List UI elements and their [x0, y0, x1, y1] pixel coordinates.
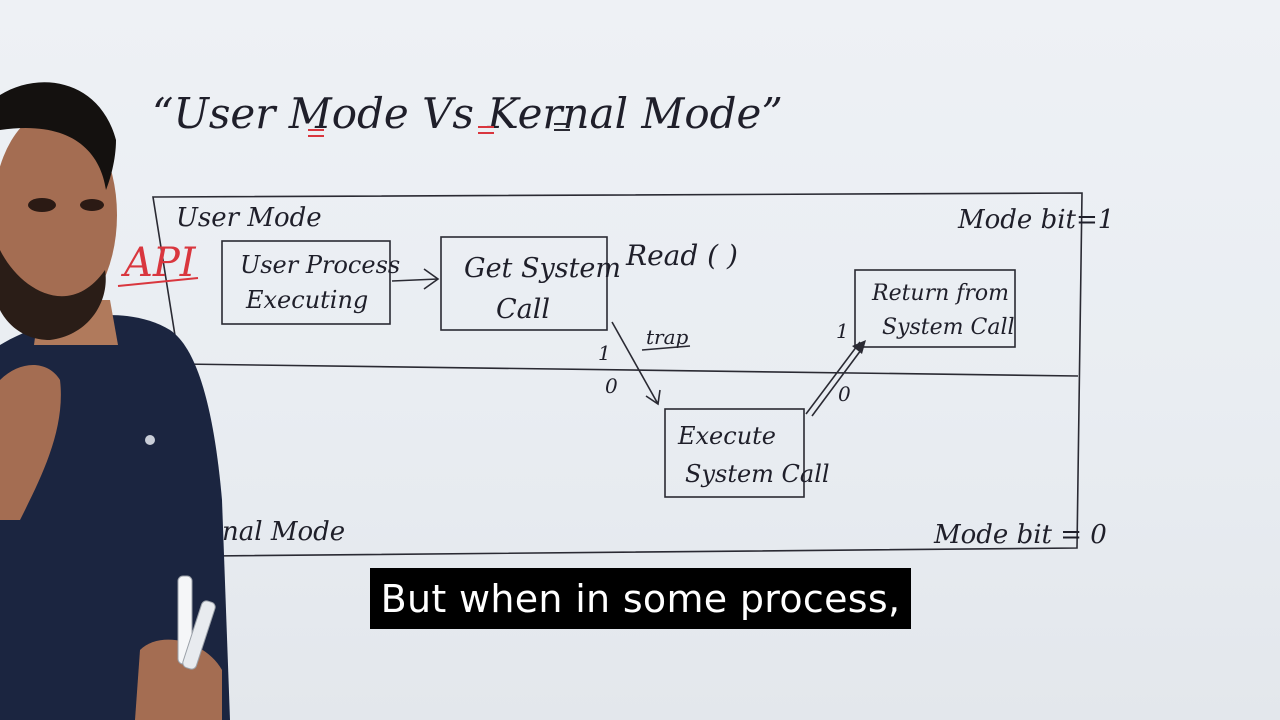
whiteboard-title: “User Mode Vs Kernal Mode” — [152, 89, 783, 138]
mode-bit-user: Mode bit=1 — [957, 205, 1114, 235]
return-from-system-call-box: Return from System Call — [854, 269, 1016, 348]
get-system-call-line1: Get System — [464, 253, 621, 284]
get-system-call-box: Get System Call — [440, 236, 621, 331]
bit-before-trap-user: 1 — [598, 341, 611, 365]
bit-before-trap-kernel: 0 — [605, 374, 618, 398]
subtitle-caption: But when in some process, — [370, 568, 911, 629]
presenter — [0, 82, 230, 720]
mode-divider — [179, 363, 1079, 377]
arrow-process-to-call — [391, 268, 440, 290]
marker-icon — [177, 575, 216, 670]
user-mode-label: User Mode — [176, 203, 322, 233]
execute-line2: System Call — [685, 460, 830, 488]
return-line2: System Call — [882, 315, 1015, 340]
execute-system-call-box: Execute System Call — [664, 408, 830, 498]
get-system-call-line2: Call — [496, 294, 550, 325]
kernel-mode-label: nal Mode — [222, 517, 345, 547]
mode-bit-kernel: Mode bit = 0 — [933, 520, 1107, 550]
user-process-line1: User Process — [240, 251, 400, 279]
title-red-underlines — [308, 123, 570, 137]
shirt-logo-icon — [145, 435, 155, 445]
subtitle-text: But when in some process, — [380, 576, 901, 621]
user-process-box: User Process Executing — [221, 240, 400, 325]
trap-label: trap — [646, 325, 689, 349]
return-arrow — [805, 340, 866, 417]
read-label: Read ( ) — [625, 239, 738, 272]
user-process-line2: Executing — [245, 286, 368, 314]
return-line1: Return from — [871, 281, 1009, 306]
bit-after-return-kernel: 0 — [838, 382, 851, 406]
execute-line1: Execute — [677, 422, 776, 450]
api-label: API — [120, 240, 197, 286]
trap-arrow — [611, 321, 661, 406]
bit-after-return-user: 1 — [836, 319, 849, 343]
